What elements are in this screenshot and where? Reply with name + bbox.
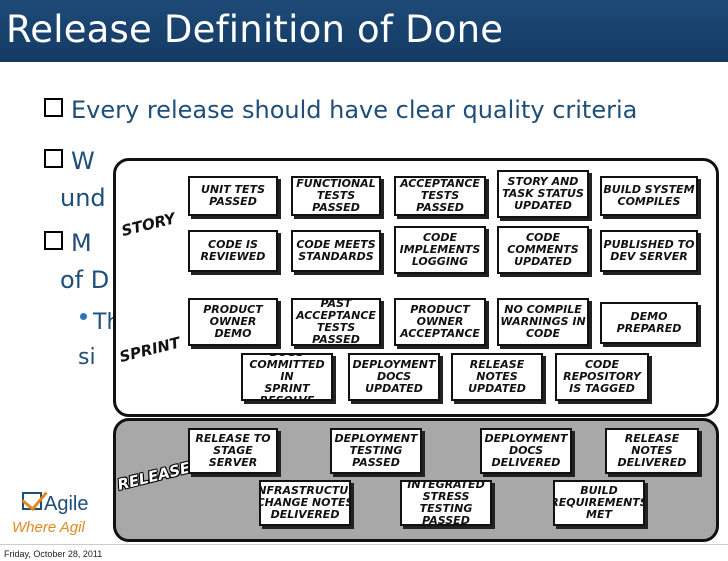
sticky-note-code-implements-logging: Code Implements Logging <box>394 226 486 274</box>
sticky-note-story-task-status-updated: Story and Task Status Updated <box>497 170 589 218</box>
bullet-3-text: M <box>71 229 92 257</box>
footer-date: Friday, October 28, 2011 <box>4 549 103 559</box>
sticky-note-deployment-docs-delivered: Deployment Docs Delivered <box>480 428 572 474</box>
sticky-note-no-compile-warnings: No Compile Warnings in Code <box>497 298 589 346</box>
sticky-note-published-to-dev-server: Published to Dev Server <box>600 230 698 272</box>
slide-title: Release Definition of Done <box>6 8 504 51</box>
sticky-note-bugs-resolved: Bugs Committed in Sprint Resolve <box>241 353 333 401</box>
bullet-2-cont: und <box>60 184 106 212</box>
checkbox-icon <box>44 98 63 117</box>
sticky-note-past-acceptance-tests-passed: Past Acceptance Tests Passed <box>291 298 381 346</box>
sticky-note-integrated-stress-testing: Integrated Stress Testing Passed <box>400 480 492 526</box>
sticky-note-build-requirements-met: Build Requirements Met <box>553 480 645 526</box>
sticky-note-release-to-stage-server: Release to Stage Server <box>188 428 278 474</box>
sticky-note-release-notes-updated: Release Notes Updated <box>451 353 543 401</box>
checkbox-icon <box>44 149 63 168</box>
checkbox-icon <box>44 231 63 250</box>
sticky-note-product-owner-demo: Product Owner Demo <box>188 298 278 346</box>
sticky-note-unit-tests-passed: Unit Tets Passed <box>188 176 278 216</box>
sub-bullet-dot-icon <box>80 313 87 320</box>
sticky-note-functional-tests-passed: Functional Tests Passed <box>291 176 381 216</box>
footer-divider <box>0 544 728 545</box>
bullet-3-cont: of D <box>60 266 110 294</box>
bullet-1-text: Every release should have clear quality … <box>71 96 638 124</box>
sticky-note-build-system-compiles: Build System Compiles <box>600 176 698 216</box>
sticky-note-code-meets-standards: Code Meets Standards <box>291 230 381 272</box>
bullet-2-text: W <box>71 147 95 175</box>
sticky-note-code-repository-tagged: Code Repository is Tagged <box>555 353 649 401</box>
sticky-note-product-owner-acceptance: Product Owner Acceptance <box>394 298 486 346</box>
sub-bullet-1-cont: si <box>78 345 96 370</box>
sticky-note-code-comments-updated: Code Comments Updated <box>497 226 589 274</box>
logo-tagline: Where Agil <box>12 519 85 536</box>
logo-name: Agile <box>44 493 89 515</box>
sticky-note-demo-prepared: Demo Prepared <box>600 302 698 344</box>
sticky-note-deployment-testing-passed: Deployment Testing Passed <box>330 428 422 474</box>
sticky-note-infrastructure-change-notes: Infrastructur Change Notes Delivered <box>259 480 351 526</box>
sticky-note-acceptance-tests-passed: Acceptance Tests Passed <box>394 176 486 216</box>
title-bar: Release Definition of Done <box>0 0 728 62</box>
logo-box-icon <box>22 492 42 510</box>
bullet-2: W <box>44 147 95 175</box>
sticky-note-code-reviewed: Code is Reviewed <box>188 230 278 272</box>
sticky-note-deployment-docs-updated: Deployment Docs Updated <box>348 353 440 401</box>
bullet-1: Every release should have clear quality … <box>44 96 637 124</box>
bullet-3: M <box>44 229 92 257</box>
sticky-note-release-notes-delivered: Release Notes Delivered <box>605 428 699 474</box>
